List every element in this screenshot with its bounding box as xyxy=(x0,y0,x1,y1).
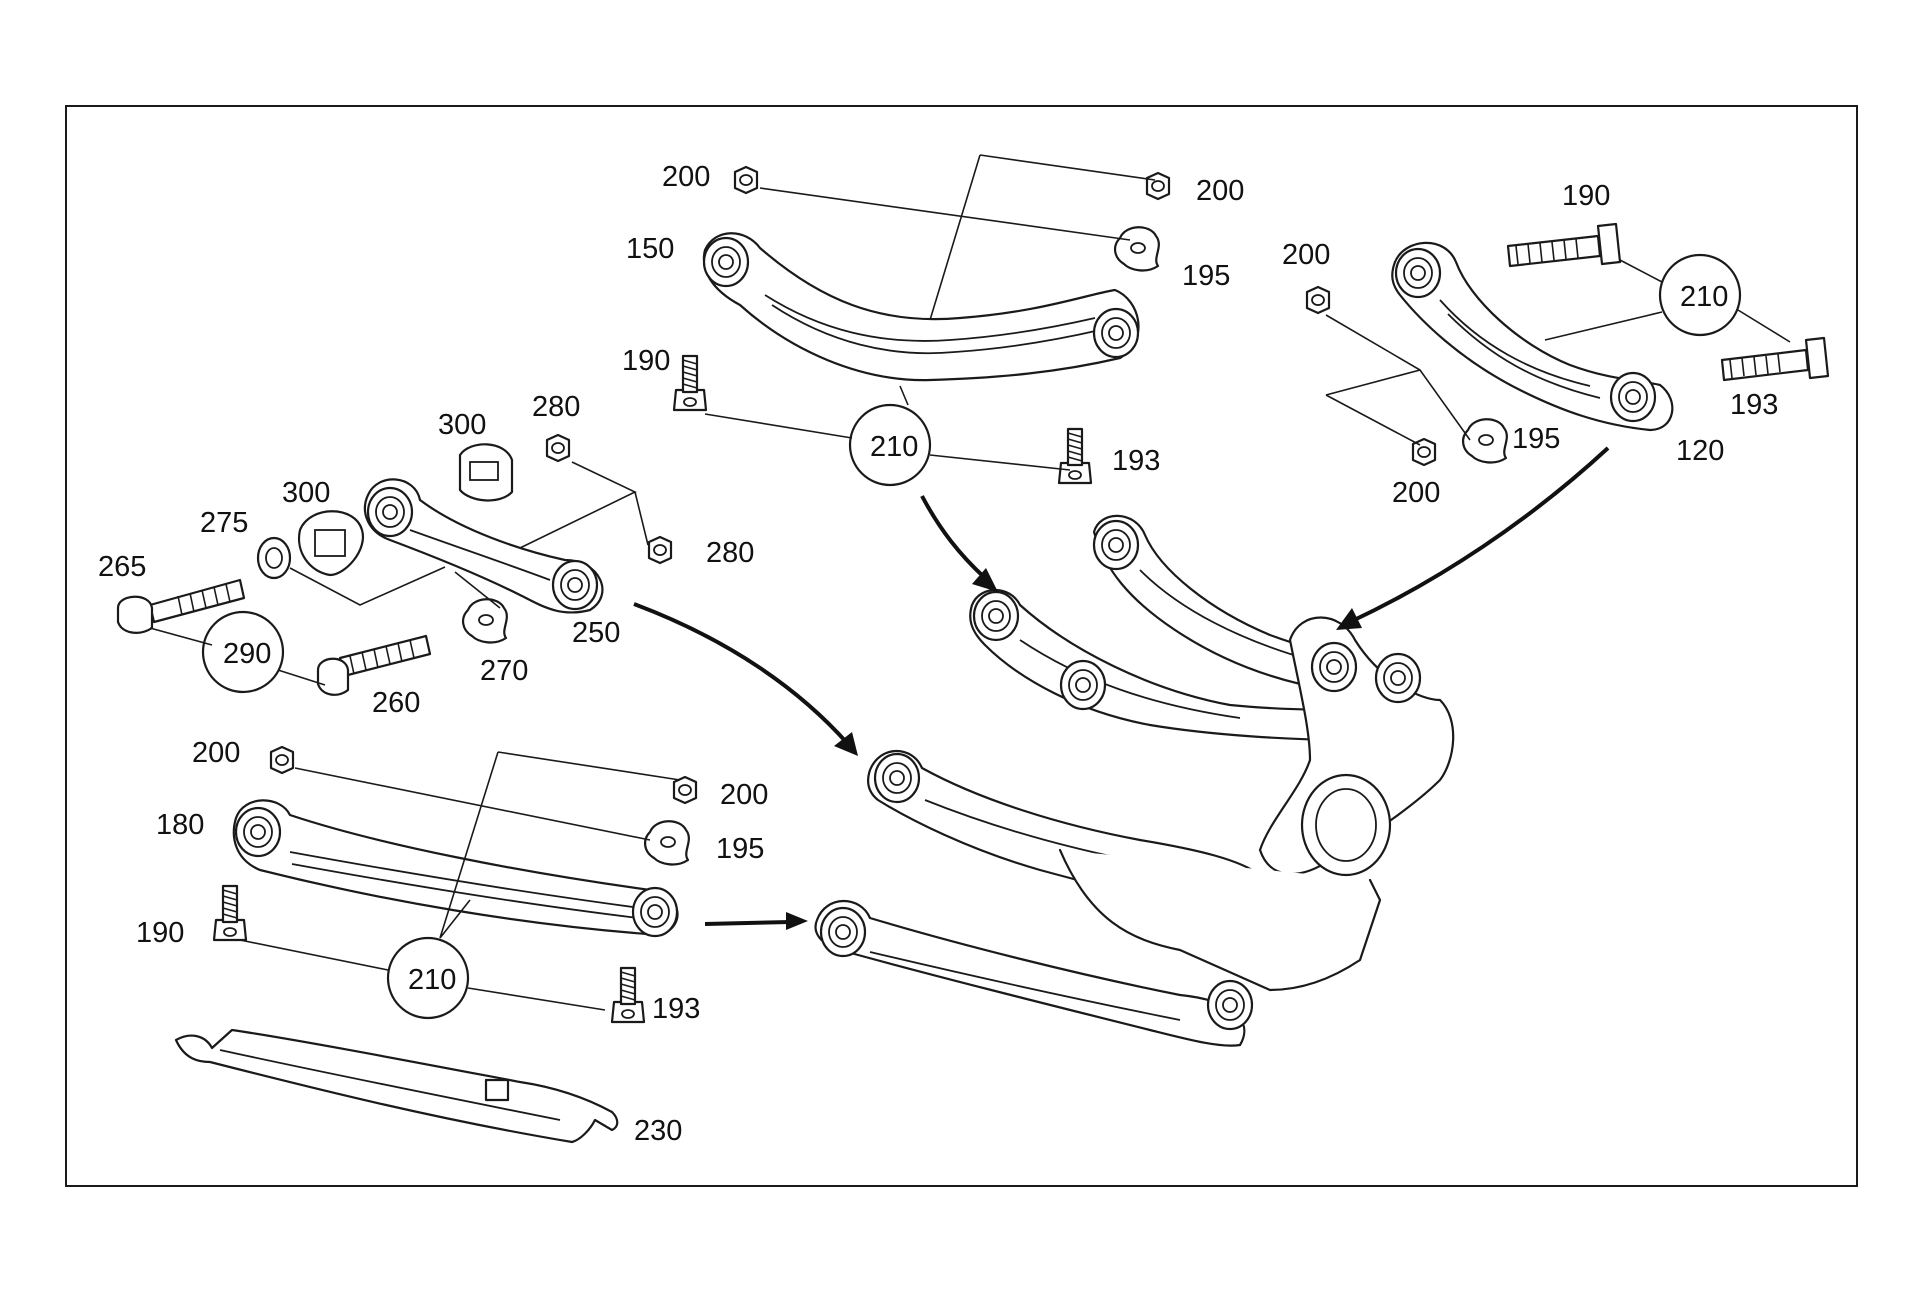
label-300-a: 300 xyxy=(438,409,486,441)
label-275: 275 xyxy=(200,507,248,539)
control-arm-250 xyxy=(363,478,604,614)
bolt-193-b xyxy=(1720,336,1830,382)
label-200-b: 200 xyxy=(1196,175,1244,207)
label-200-c: 200 xyxy=(1282,239,1330,271)
label-200-e: 200 xyxy=(192,737,240,769)
label-193-a: 193 xyxy=(1112,445,1160,477)
label-195-b: 195 xyxy=(1512,423,1560,455)
label-195-a: 195 xyxy=(1182,260,1230,292)
label-150: 150 xyxy=(626,233,674,265)
washer-200-f xyxy=(672,775,698,805)
control-arm-180 xyxy=(232,799,679,938)
callout-210-c xyxy=(386,936,470,1020)
label-300-b: 300 xyxy=(282,477,330,509)
plate-195-a xyxy=(1113,226,1160,272)
eccentric-washer-300-a xyxy=(458,443,514,502)
label-280-b: 280 xyxy=(706,537,754,569)
label-250: 250 xyxy=(572,617,620,649)
bolt-260 xyxy=(316,634,432,696)
label-200-d: 200 xyxy=(1392,477,1440,509)
arrow-150-to-axle xyxy=(920,495,998,592)
washer-200-e xyxy=(269,745,295,775)
label-120: 120 xyxy=(1676,435,1724,467)
bolt-193-c xyxy=(610,966,646,1024)
label-260: 260 xyxy=(372,687,420,719)
control-arm-120 xyxy=(1391,241,1674,432)
arrow-180-to-axle xyxy=(704,912,808,930)
bolt-190-c xyxy=(212,884,248,942)
label-200-a: 200 xyxy=(662,161,710,193)
stabilizer-link-230 xyxy=(174,1028,619,1144)
arrow-120-to-axle xyxy=(1336,446,1610,630)
callout-290 xyxy=(201,610,285,694)
eccentric-washer-300-b xyxy=(297,510,365,577)
washer-275 xyxy=(256,536,292,580)
bolt-190-a xyxy=(672,354,708,412)
label-190-a: 190 xyxy=(622,345,670,377)
label-190-b: 190 xyxy=(1562,180,1610,212)
label-280-a: 280 xyxy=(532,391,580,423)
label-210-a: 210 xyxy=(870,431,918,463)
label-230: 230 xyxy=(634,1115,682,1147)
control-arm-150 xyxy=(702,232,1140,382)
callout-210-a xyxy=(848,403,932,487)
label-180: 180 xyxy=(156,809,204,841)
plate-195-c xyxy=(643,820,690,866)
washer-200-a xyxy=(733,165,759,195)
label-200-f: 200 xyxy=(720,779,768,811)
nut-280-a xyxy=(545,433,571,463)
assembled-suspension xyxy=(814,514,1455,1047)
label-290: 290 xyxy=(223,638,271,670)
arrow-250-to-axle xyxy=(633,602,858,756)
nut-280-b xyxy=(647,535,673,565)
diagram-frame xyxy=(65,105,1858,1187)
callout-210-b xyxy=(1658,253,1742,337)
washer-200-b xyxy=(1145,171,1171,201)
bolt-193-a xyxy=(1057,427,1093,485)
plate-195-b xyxy=(1461,418,1508,464)
label-210-c: 210 xyxy=(408,964,456,996)
nut-200-c xyxy=(1305,285,1331,315)
label-195-c: 195 xyxy=(716,833,764,865)
label-190-c: 190 xyxy=(136,917,184,949)
bolt-190-b xyxy=(1506,222,1622,268)
label-193-c: 193 xyxy=(652,993,700,1025)
label-265: 265 xyxy=(98,551,146,583)
bolt-265 xyxy=(116,578,246,634)
label-270: 270 xyxy=(480,655,528,687)
plate-270 xyxy=(461,598,508,644)
label-193-b: 193 xyxy=(1730,389,1778,421)
label-210-b: 210 xyxy=(1680,281,1728,313)
